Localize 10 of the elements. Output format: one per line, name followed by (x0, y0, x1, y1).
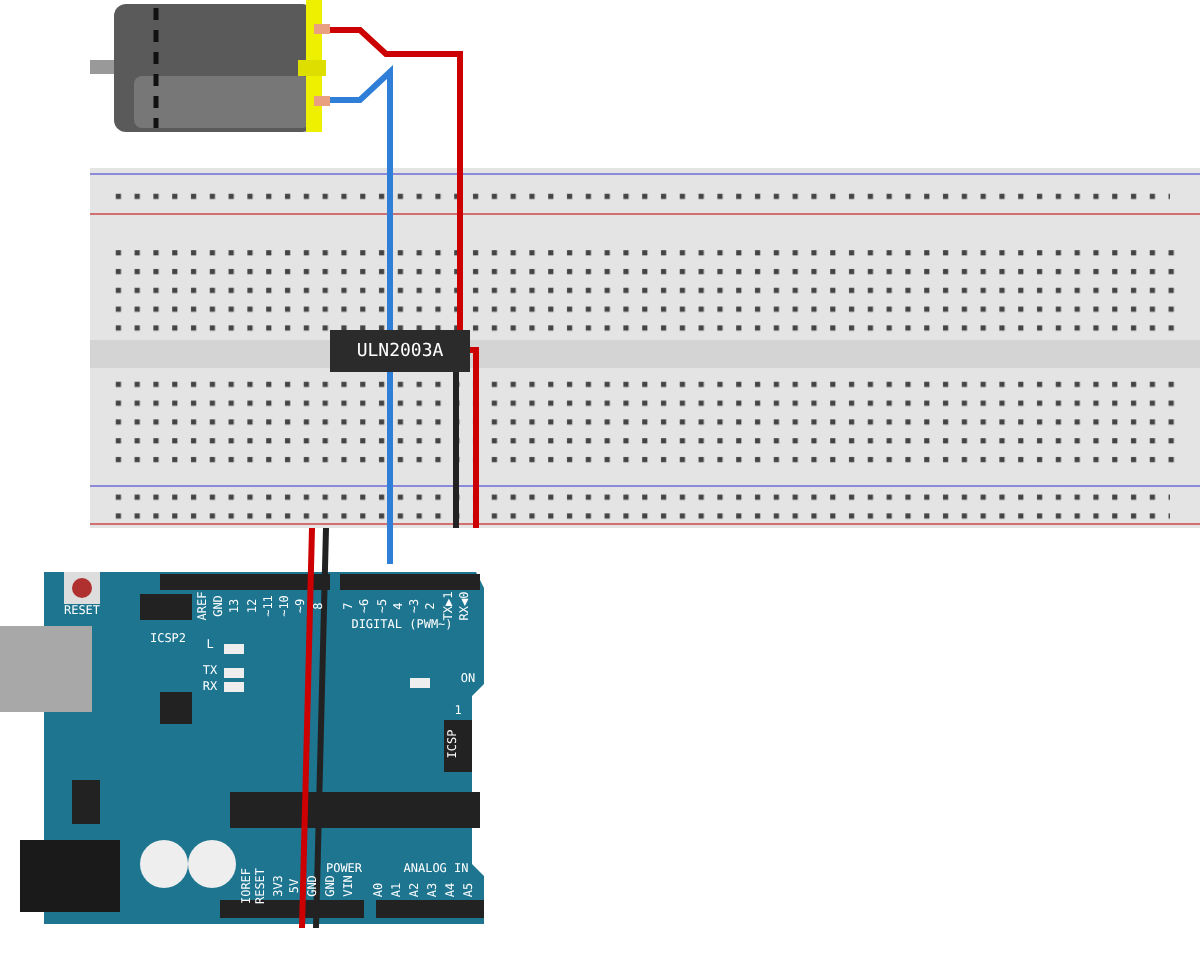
wire (313, 527, 329, 929)
wire (330, 27, 463, 330)
chip-label: ULN2003A (356, 341, 444, 361)
wire (330, 65, 393, 330)
ic-chip (330, 330, 470, 372)
wire (387, 372, 393, 564)
wire (453, 372, 459, 528)
wire (299, 527, 315, 929)
dc-motor-drawing (90, 0, 330, 136)
wire (470, 347, 479, 528)
